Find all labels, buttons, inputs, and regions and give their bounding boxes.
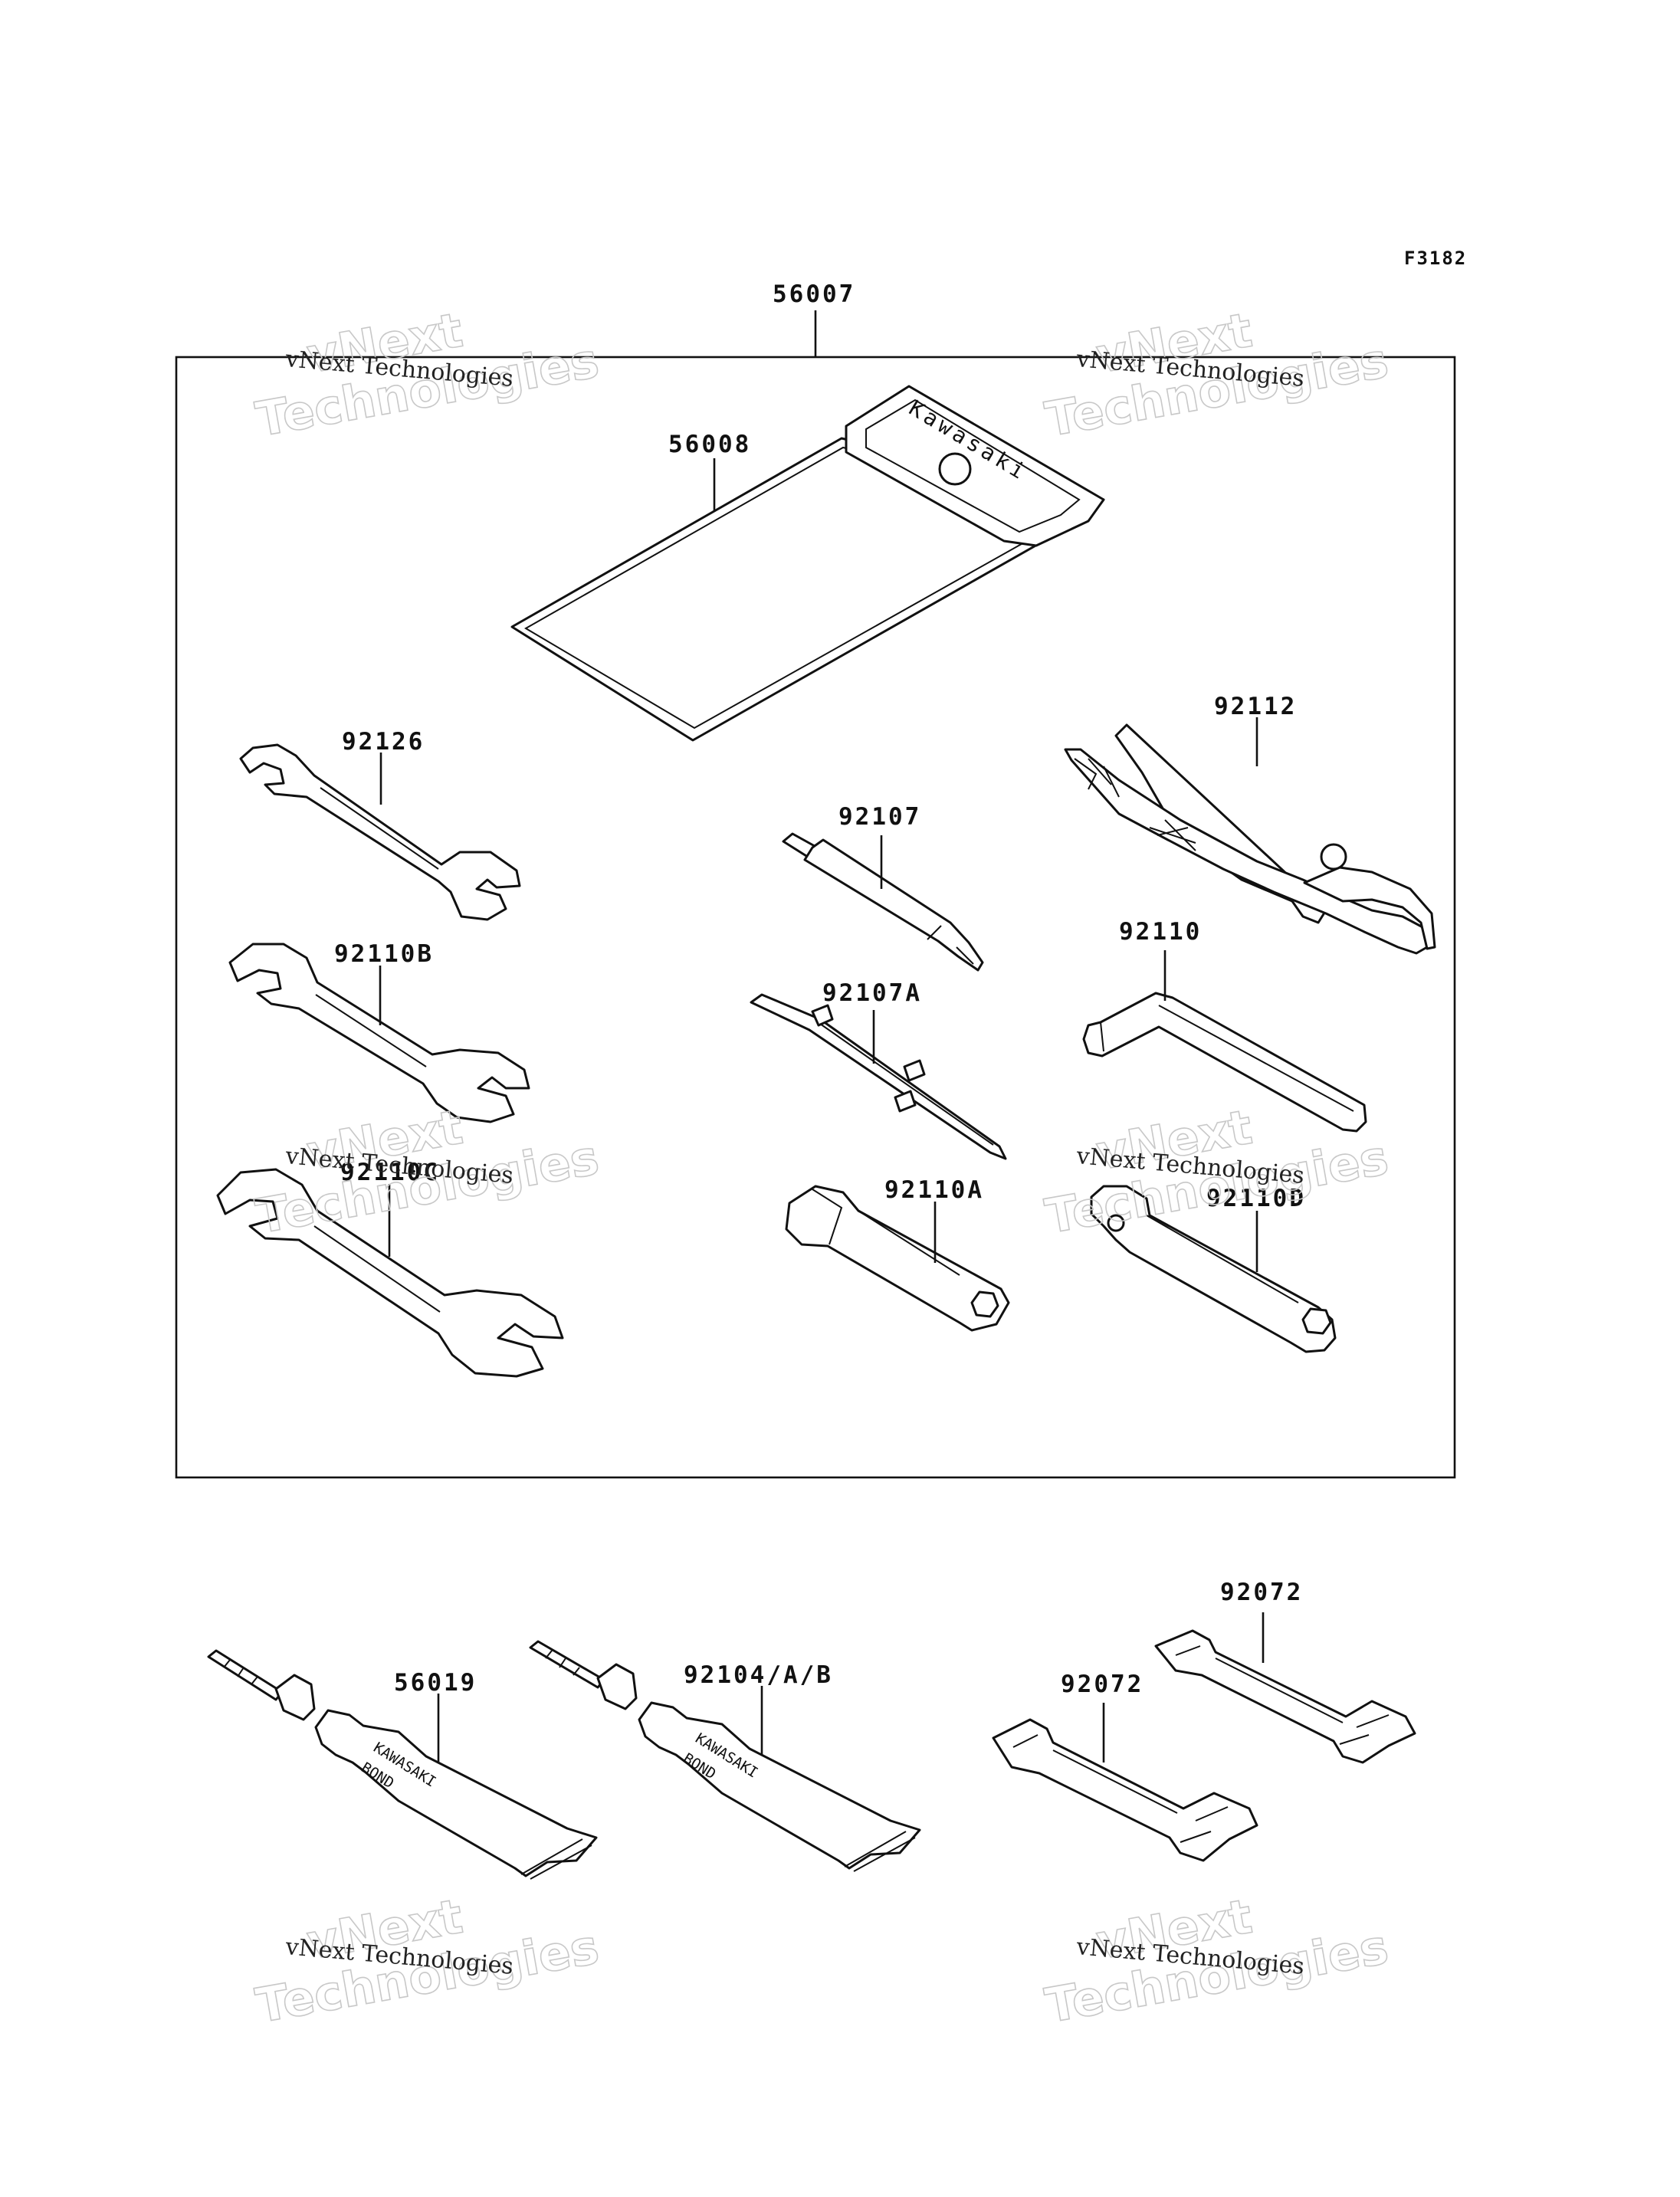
screwdriver-bit-92107[interactable]	[782, 832, 984, 972]
pouch-snap	[938, 452, 972, 486]
wrench-92110B[interactable]	[228, 943, 530, 1123]
label-92104[interactable]: 92104/A/B	[684, 1661, 833, 1689]
label-92110D[interactable]: 92110D	[1206, 1185, 1306, 1212]
label-92110A[interactable]: 92110A	[884, 1176, 984, 1204]
strap-92072-upper[interactable]	[1154, 1629, 1416, 1764]
label-92107[interactable]: 92107	[838, 803, 921, 831]
hex-key-92110[interactable]	[1082, 992, 1367, 1133]
label-92112[interactable]: 92112	[1214, 693, 1297, 720]
label-92072-lower[interactable]: 92072	[1061, 1671, 1144, 1698]
socket-hole	[1107, 1214, 1125, 1232]
tool-pouch[interactable]: Kawasaki	[510, 385, 1105, 742]
strap-92072-lower[interactable]	[992, 1718, 1258, 1862]
box-wrench-92110A[interactable]	[785, 1185, 1010, 1332]
pliers-92112[interactable]	[1064, 723, 1436, 955]
label-56007[interactable]: 56007	[773, 280, 855, 308]
wrench-92110C[interactable]	[216, 1168, 564, 1378]
label-92110[interactable]: 92110	[1119, 918, 1202, 946]
label-92072-upper[interactable]: 92072	[1220, 1579, 1303, 1606]
label-92107A[interactable]: 92107A	[822, 979, 922, 1007]
label-56019[interactable]: 56019	[394, 1669, 477, 1697]
pliers-pivot	[1320, 843, 1347, 871]
wrench-92126[interactable]	[239, 743, 521, 921]
screwdriver-bit-92107A[interactable]	[750, 993, 1007, 1160]
label-92110C[interactable]: 92110C	[340, 1159, 440, 1186]
bond-tube-92104[interactable]: KAWASAKI BOND	[529, 1640, 921, 1872]
label-56008[interactable]: 56008	[668, 431, 751, 458]
label-92126[interactable]: 92126	[342, 728, 425, 756]
figure-id: F3182	[1404, 248, 1467, 269]
label-92110B[interactable]: 92110B	[334, 940, 434, 968]
socket-wrench-92110D[interactable]	[1090, 1185, 1337, 1353]
bond-tube-56019[interactable]: KAWASAKI BOND	[207, 1649, 598, 1880]
